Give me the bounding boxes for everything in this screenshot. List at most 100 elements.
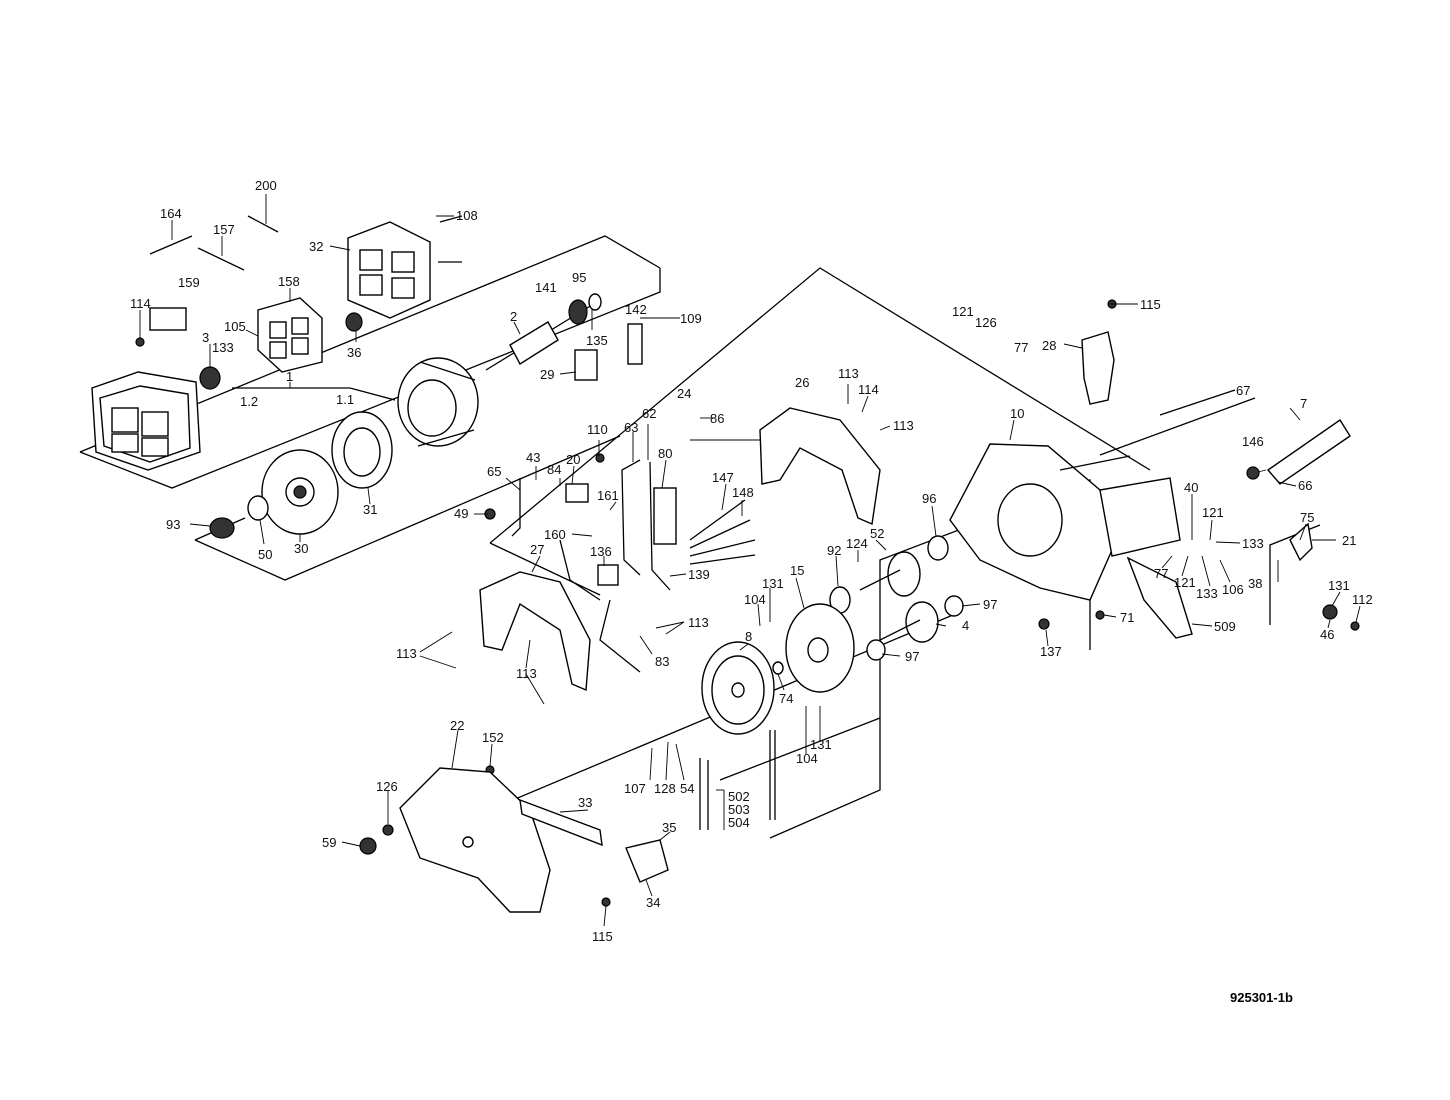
callout-161: 161 — [597, 488, 619, 503]
callout-35: 35 — [662, 820, 676, 835]
callout-109: 109 — [680, 311, 702, 326]
callout-83: 83 — [655, 654, 669, 669]
callout-52: 52 — [870, 526, 884, 541]
assembly-boundary-lines — [79, 235, 1321, 839]
callout-108: 108 — [456, 208, 478, 223]
callout-113: 113 — [893, 418, 914, 433]
callout-159: 159 — [178, 275, 200, 290]
callout-4: 4 — [962, 618, 969, 633]
callout-66: 66 — [1298, 478, 1312, 493]
callout-80: 80 — [658, 446, 672, 461]
callout-67: 67 — [1236, 383, 1250, 398]
callout-34: 34 — [646, 895, 660, 910]
callout-128: 128 — [654, 781, 676, 796]
callout-26: 26 — [795, 375, 809, 390]
callout-92: 92 — [827, 543, 841, 558]
callout-160: 160 — [544, 527, 566, 542]
callout-106: 106 — [1222, 582, 1244, 597]
callout-121: 121 — [952, 304, 974, 319]
callout-20: 20 — [566, 452, 580, 467]
callout-104: 104 — [744, 592, 766, 607]
callout-135: 135 — [586, 333, 608, 348]
callout-114: 114 — [858, 382, 879, 397]
callout-509: 509 — [1214, 619, 1236, 634]
callout-105: 105 — [224, 319, 246, 334]
callout-32: 32 — [309, 239, 323, 254]
callout-136: 136 — [590, 544, 612, 559]
callout-95: 95 — [572, 270, 586, 285]
callout-502: 502 — [728, 789, 750, 804]
callout-65: 65 — [487, 464, 501, 479]
callout-84: 84 — [547, 462, 561, 477]
callout-38: 38 — [1248, 576, 1262, 591]
callout-75: 75 — [1300, 510, 1314, 525]
callout-49: 49 — [454, 506, 468, 521]
callout-77: 77 — [1014, 340, 1028, 355]
callout-10: 10 — [1010, 406, 1024, 421]
callout-115: 115 — [592, 929, 613, 944]
gear-train — [829, 535, 964, 661]
handles — [1081, 331, 1351, 639]
callout-96: 96 — [922, 491, 936, 506]
callout-2: 2 — [510, 309, 517, 324]
callout-50: 50 — [258, 547, 272, 562]
callout-31: 31 — [363, 502, 377, 517]
callout-24: 24 — [677, 386, 691, 401]
callout-121: 121 — [1202, 505, 1224, 520]
callout-1: 1 — [286, 369, 293, 384]
upper-guards — [479, 407, 881, 692]
callout-97: 97 — [983, 597, 997, 612]
callout-137: 137 — [1040, 644, 1062, 659]
callout-131: 131 — [1328, 578, 1350, 593]
callout-22: 22 — [450, 718, 464, 733]
callout-77: 77 — [1154, 566, 1168, 581]
callout-110: 110 — [587, 422, 608, 437]
callout-157: 157 — [213, 222, 235, 237]
callout-146: 146 — [1242, 434, 1264, 449]
callout-503: 503 — [728, 802, 750, 817]
callout-labels: 200 164 157 108 32 159 158 114 141 95 14… — [130, 178, 1373, 944]
callout-36: 36 — [347, 345, 361, 360]
callout-27: 27 — [530, 542, 544, 557]
callout-104: 104 — [796, 751, 818, 766]
callout-133: 133 — [212, 340, 234, 355]
callout-114: 114 — [130, 296, 151, 311]
callout-21: 21 — [1342, 533, 1356, 548]
callout-131: 131 — [762, 576, 784, 591]
lower-blade-guard — [399, 767, 669, 913]
blade-pulleys — [701, 603, 855, 735]
callout-15: 15 — [790, 563, 804, 578]
callout-40: 40 — [1184, 480, 1198, 495]
callout-113: 113 — [396, 646, 417, 661]
callout-115: 115 — [1140, 297, 1161, 312]
callout-86: 86 — [710, 411, 724, 426]
callout-8: 8 — [745, 629, 752, 644]
armature — [485, 293, 602, 371]
callout-126: 126 — [975, 315, 997, 330]
callout-54: 54 — [680, 781, 694, 796]
callout-113: 113 — [838, 366, 859, 381]
callout-97: 97 — [905, 649, 919, 664]
motor-housing — [91, 371, 201, 471]
callout-148: 148 — [732, 485, 754, 500]
drive-belts — [699, 730, 776, 830]
callout-29: 29 — [540, 367, 554, 382]
callout-107: 107 — [624, 781, 646, 796]
gear-housing — [949, 443, 1181, 601]
callout-141: 141 — [535, 280, 557, 295]
callout-74: 74 — [779, 691, 793, 706]
callout-158: 158 — [278, 274, 300, 289]
callout-131: 131 — [810, 737, 832, 752]
stator-field — [397, 357, 479, 447]
callout-3: 3 — [202, 330, 209, 345]
callout-200: 200 — [255, 178, 277, 193]
callout-152: 152 — [482, 730, 504, 745]
leader-lines — [139, 194, 1361, 927]
callout-504: 504 — [728, 815, 750, 830]
callout-121: 121 — [1174, 575, 1196, 590]
callout-113: 113 — [688, 615, 709, 630]
callout-63: 63 — [624, 420, 638, 435]
callout-133: 133 — [1242, 536, 1264, 551]
callout-7: 7 — [1300, 396, 1307, 411]
